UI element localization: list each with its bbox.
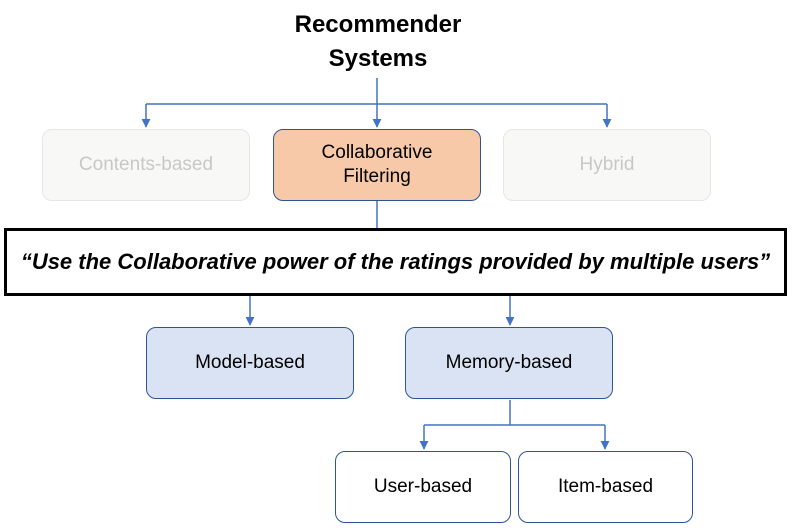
contents-based-label: Contents-based	[78, 154, 214, 175]
title-line-2: Systems	[328, 45, 428, 72]
item-based-label: Item-based	[557, 476, 654, 497]
model-based-label: Model-based	[195, 352, 305, 373]
collaborative-label-line-1: Collaborative	[321, 142, 433, 163]
collaborative-quote-text: “Use the Collaborative power of the rati…	[20, 249, 771, 274]
title-line-1: Recommender	[294, 11, 462, 38]
collaborative-quote-box: “Use the Collaborative power of the rati…	[4, 228, 787, 296]
diagram-title: Recommender Systems	[228, 8, 528, 76]
user-based-label: User-based	[373, 476, 473, 497]
memory-based-node: Memory-based	[405, 327, 613, 399]
model-based-node: Model-based	[146, 327, 354, 399]
item-based-node: Item-based	[518, 451, 693, 523]
user-based-node: User-based	[335, 451, 511, 523]
contents-based-node: Contents-based	[42, 129, 250, 201]
collaborative-label-line-2: Filtering	[343, 166, 411, 187]
hybrid-node: Hybrid	[503, 129, 711, 201]
memory-based-label: Memory-based	[445, 352, 573, 373]
collaborative-filtering-node: Collaborative Filtering	[273, 129, 481, 201]
hybrid-label: Hybrid	[579, 154, 635, 175]
